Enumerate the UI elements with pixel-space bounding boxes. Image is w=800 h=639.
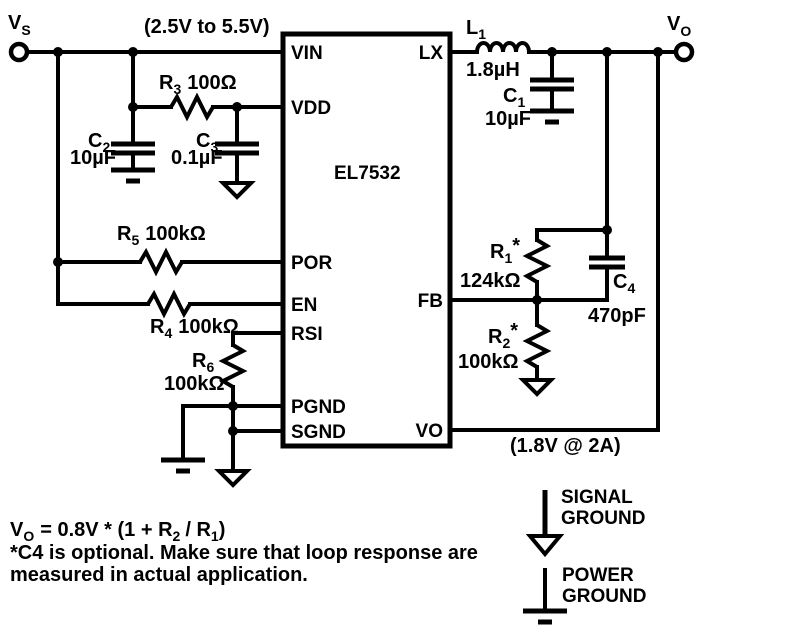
signal-ground-legend: SIGNAL GROUND bbox=[525, 487, 645, 558]
junction-dots bbox=[53, 47, 663, 436]
pin-vin: VIN bbox=[291, 43, 323, 64]
inductor-l1: L1 1.8µH bbox=[466, 17, 532, 81]
ic-name: EL7532 bbox=[334, 163, 401, 184]
signal-ground-icon bbox=[518, 378, 556, 397]
resistor-body bbox=[169, 92, 215, 122]
junction-dot bbox=[602, 47, 612, 57]
capacitor-c3: C3 0.1µF bbox=[171, 105, 259, 200]
l1-value: 1.8µH bbox=[466, 59, 520, 81]
c3-label: C3 bbox=[196, 130, 218, 155]
note-line-2: measured in actual application. bbox=[10, 564, 308, 586]
signal-ground-icon bbox=[525, 534, 565, 558]
vo-label: VO bbox=[667, 13, 691, 39]
power-ground-icon bbox=[523, 608, 567, 625]
junction-dot bbox=[128, 47, 138, 57]
power-ground-icon bbox=[530, 108, 574, 125]
c2-value: 10µF bbox=[70, 147, 116, 169]
pin-pgnd: PGND bbox=[291, 397, 346, 418]
cap-plates bbox=[530, 77, 574, 92]
l1-label: L1 bbox=[466, 17, 486, 42]
junction-dot bbox=[228, 401, 238, 411]
junction-dot bbox=[232, 102, 242, 112]
note-line-1: *C4 is optional. Make sure that loop res… bbox=[10, 542, 478, 564]
pin-en: EN bbox=[291, 295, 317, 316]
r2-label: R2* bbox=[488, 320, 518, 351]
resistor-r6: R6 100kΩ bbox=[164, 343, 248, 395]
output-formula: VO= 0.8V * (1 + R2/ R1) bbox=[10, 519, 225, 544]
junction-dot bbox=[128, 102, 138, 112]
power-ground-label-2: GROUND bbox=[562, 586, 646, 607]
signal-ground-label-1: SIGNAL bbox=[561, 487, 633, 508]
vs-terminal-circle bbox=[8, 41, 30, 63]
c1-value: 10µF bbox=[485, 108, 531, 130]
pin-por: POR bbox=[291, 253, 332, 274]
r6-label: R6 bbox=[192, 350, 214, 375]
power-ground-icon bbox=[111, 167, 155, 184]
c4-value: 470pF bbox=[588, 305, 646, 327]
capacitor-c1: C1 10µF bbox=[485, 50, 574, 130]
signal-ground-icon bbox=[214, 469, 252, 488]
vs-label: VS bbox=[8, 12, 31, 38]
resistor-r1: R1* 124kΩ bbox=[460, 228, 552, 302]
junction-dot bbox=[53, 257, 63, 267]
junction-dot bbox=[653, 47, 663, 57]
output-spec-label: (1.8V @ 2A) bbox=[510, 435, 621, 457]
signal-ground-icon bbox=[218, 181, 256, 200]
junction-dot bbox=[53, 47, 63, 57]
capacitor-c2: C2 10µF bbox=[70, 105, 155, 184]
pin-fb: FB bbox=[418, 291, 443, 312]
output-terminal: VO bbox=[667, 13, 695, 63]
signal-ground-label-2: GROUND bbox=[561, 508, 645, 529]
pin-vdd: VDD bbox=[291, 98, 331, 119]
c2-label: C2 bbox=[88, 130, 110, 155]
c3-value: 0.1µF bbox=[171, 147, 223, 169]
power-ground-label-1: POWER bbox=[562, 565, 634, 586]
r1-label: R1* bbox=[490, 235, 520, 266]
resistor-body bbox=[146, 289, 192, 319]
ic-body bbox=[280, 31, 453, 449]
ground-legend: SIGNAL GROUND POWER GROUND bbox=[523, 487, 646, 625]
junction-dot bbox=[228, 426, 238, 436]
resistor-r2: R2* 100kΩ bbox=[458, 298, 556, 397]
capacitor-c4: C4 470pF bbox=[588, 228, 646, 327]
pin-lx: LX bbox=[419, 43, 444, 64]
input-terminal: VS bbox=[8, 12, 31, 63]
resistor-body bbox=[138, 247, 184, 277]
vo-terminal-circle bbox=[673, 41, 695, 63]
pin-sgnd: SGND bbox=[291, 422, 346, 443]
junction-dot bbox=[547, 47, 557, 57]
notes-block: VO= 0.8V * (1 + R2/ R1) *C4 is optional.… bbox=[10, 519, 478, 586]
resistor-body bbox=[522, 238, 552, 284]
input-range-label: (2.5V to 5.5V) bbox=[144, 16, 270, 38]
cap-plates bbox=[111, 141, 155, 156]
r2-value: 100kΩ bbox=[458, 351, 519, 373]
power-ground-legend: POWER GROUND bbox=[523, 565, 646, 625]
sgnd-wire bbox=[231, 404, 285, 473]
junction-dot bbox=[602, 225, 612, 235]
junction-dot bbox=[532, 295, 542, 305]
ic-el7532: EL7532 VIN VDD POR EN RSI PGND SGND LX F… bbox=[280, 31, 453, 449]
r1-value: 124kΩ bbox=[460, 270, 521, 292]
pgnd-ground bbox=[161, 457, 205, 474]
cap-plates bbox=[589, 255, 625, 270]
pin-rsi: RSI bbox=[291, 324, 323, 345]
inductor-body bbox=[474, 41, 532, 55]
c4-label: C4 bbox=[613, 271, 635, 296]
sgnd-ground bbox=[214, 469, 252, 488]
resistor-body bbox=[218, 343, 248, 389]
cap-plates bbox=[215, 141, 259, 156]
pin-vo: VO bbox=[416, 421, 443, 442]
r6-value: 100kΩ bbox=[164, 373, 225, 395]
power-ground-icon bbox=[161, 457, 205, 474]
resistor-body bbox=[522, 323, 552, 369]
c1-label: C1 bbox=[503, 85, 525, 110]
